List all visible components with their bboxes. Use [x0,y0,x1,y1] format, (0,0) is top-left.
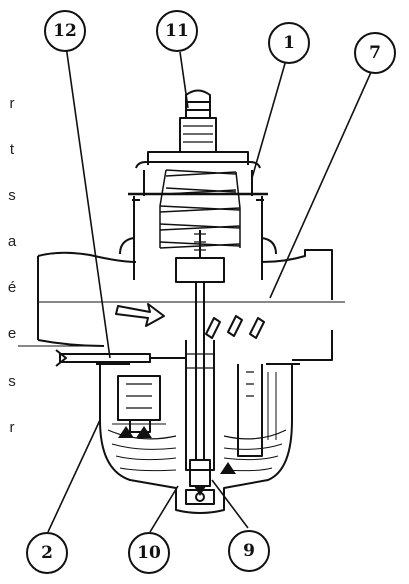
callout-9: 9 [228,530,270,572]
callout-2: 2 [26,532,68,574]
needle-jet [185,282,215,487]
callout-label: 1 [283,33,295,53]
side-text-letter: s [8,373,16,390]
callout-10: 10 [128,532,170,574]
side-text-letter: r [9,95,15,112]
bowl-detail-right [237,364,277,457]
fuel-flow-arrows [205,315,265,339]
callout-label: 11 [165,21,189,41]
callout-label: 7 [369,43,381,63]
adjuster-screw [179,89,217,153]
callout-11: 11 [156,10,198,52]
side-text-letter: a [7,233,17,250]
side-text-letter: s [8,187,16,204]
callout-label: 9 [243,541,255,561]
venturi-tube [18,249,345,361]
upper-chamber [119,192,277,280]
side-text-letter: e [7,325,17,342]
slide-spring [159,169,241,249]
side-text-letter: r [9,419,15,436]
callout-label: 10 [137,543,161,563]
callout-12: 12 [44,10,86,52]
throttle-slide [175,230,225,283]
side-text-letter: é [7,279,17,296]
pilot-tube [55,349,186,367]
callout-label: 12 [53,21,77,41]
airflow-arrow [115,303,165,327]
float-assembly [112,375,166,433]
side-text-letter: t [9,141,15,158]
callout-label: 2 [41,543,53,563]
top-cap [135,151,261,196]
callout-7: 7 [354,32,396,74]
valve-markers [118,426,236,496]
callout-1: 1 [268,22,310,64]
